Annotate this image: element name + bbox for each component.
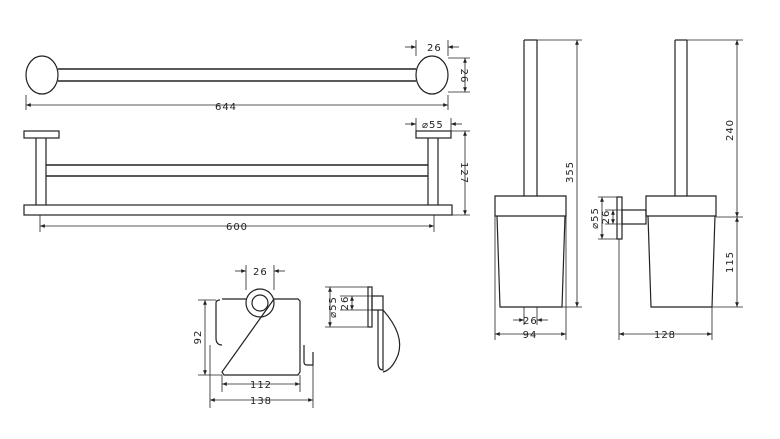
brush-standing-depth-label: 26 bbox=[523, 316, 538, 327]
paper-holder-side-drawing: ⌀55 26 bbox=[325, 286, 401, 373]
towel-rack-drawing: 600 127 ⌀55 bbox=[23, 118, 470, 233]
paper-holder-outer-width-label: 138 bbox=[250, 396, 272, 407]
brush-wall-height-bottom-label: 115 bbox=[725, 251, 736, 273]
brush-wall-depth-label: 128 bbox=[654, 330, 676, 341]
towel-rack-rosette-label: ⌀55 bbox=[422, 120, 444, 131]
brush-standing-width-label: 94 bbox=[523, 330, 538, 341]
towel-rail-height-label: 26 bbox=[458, 69, 469, 84]
brush-set-wall-drawing: ⌀55 26 240 115 128 bbox=[590, 39, 743, 341]
towel-rack-length-label: 600 bbox=[226, 222, 248, 233]
towel-rack-height-label: 127 bbox=[458, 162, 469, 184]
paper-holder-inner-width-label: 112 bbox=[250, 380, 272, 391]
paper-holder-side-depth-label: 26 bbox=[340, 296, 351, 311]
brush-standing-height-label: 355 bbox=[565, 161, 576, 183]
brush-wall-rosette-depth-label: 26 bbox=[601, 210, 612, 225]
towel-rail-length-label: 644 bbox=[215, 102, 237, 113]
brush-set-standing-drawing: 355 26 94 bbox=[494, 39, 582, 341]
brush-wall-height-top-label: 240 bbox=[725, 119, 736, 141]
paper-holder-height-label: 92 bbox=[193, 330, 204, 345]
paper-holder-side-rosette-label: ⌀55 bbox=[328, 296, 339, 318]
paper-holder-depth-label: 26 bbox=[253, 267, 268, 278]
towel-rail-drawing: 644 26 26 bbox=[25, 40, 470, 113]
paper-holder-drawing: 26 92 112 138 bbox=[193, 265, 314, 408]
brush-wall-rosette-label: ⌀55 bbox=[590, 207, 601, 229]
towel-rail-depth-label: 26 bbox=[427, 43, 442, 54]
